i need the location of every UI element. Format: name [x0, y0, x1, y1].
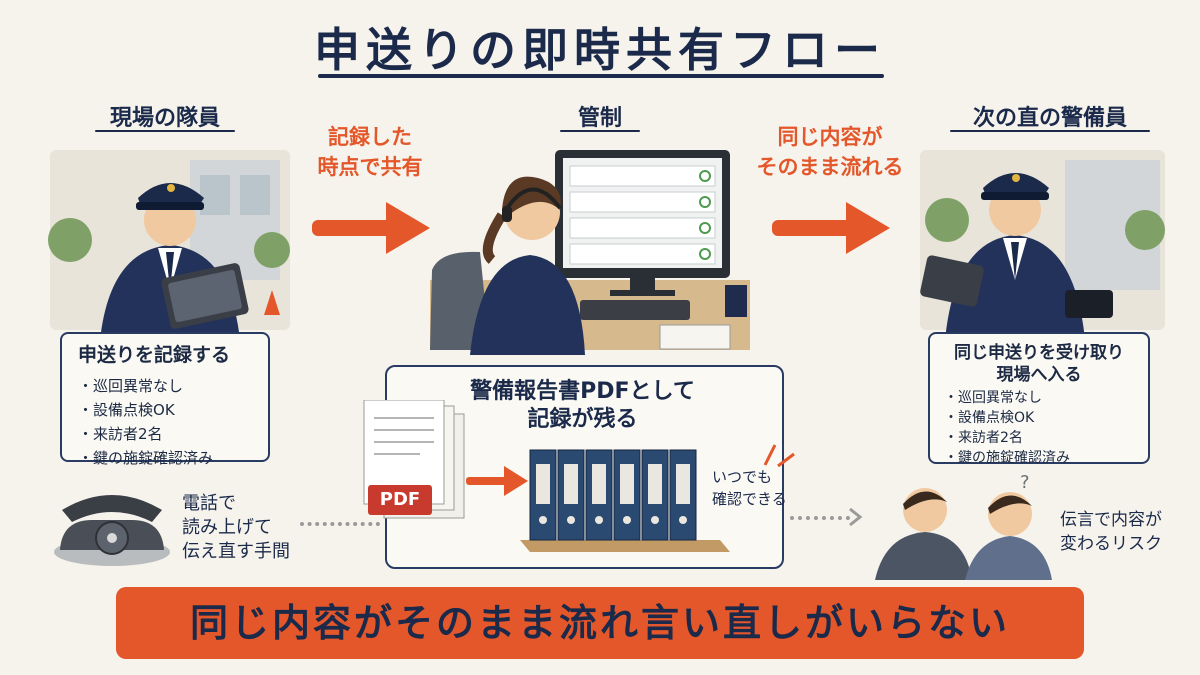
- left-item-list: 巡回異常なし 設備点検OK 来訪者2名 鍵の施錠確認済み: [78, 374, 268, 470]
- left-heading-underline: [95, 130, 235, 132]
- title-underline: [318, 74, 884, 78]
- title-line: 現場へ入る: [996, 365, 1082, 385]
- right-item-list: 巡回異常なし 設備点検OK 来訪者2名 鍵の施錠確認済み: [944, 388, 1148, 468]
- list-item: 設備点検OK: [944, 408, 1148, 428]
- next-shift-guard-illustration: [920, 150, 1165, 340]
- record-handover-title: 申送りを記録する: [78, 344, 231, 366]
- anytime-caption: いつでも 確認できる: [712, 466, 802, 510]
- caption-line: そのまま流れる: [756, 155, 904, 179]
- caption-line: 伝言で内容が: [1060, 510, 1162, 530]
- same-content-flows-caption: 同じ内容が そのまま流れる: [750, 122, 910, 182]
- receive-handover-box: 同じ申送りを受け取り 現場へ入る 巡回異常なし 設備点検OK 来訪者2名 鍵の施…: [928, 332, 1150, 466]
- svg-text:?: ?: [1020, 472, 1030, 493]
- summary-banner: 同じ内容がそのまま流れ言い直しがいらない: [116, 587, 1084, 659]
- caption-line: 変わるリスク: [1060, 534, 1162, 554]
- list-item: 巡回異常なし: [78, 374, 268, 398]
- list-item: 来訪者2名: [944, 428, 1148, 448]
- list-item: 巡回異常なし: [944, 388, 1148, 408]
- share-on-record-caption: 記録した 時点で共有: [300, 122, 440, 182]
- telephone-icon: [54, 495, 170, 566]
- pdf-badge: PDF: [368, 485, 432, 515]
- right-heading: 次の直の警備員: [972, 106, 1127, 131]
- miscommunication-illustration: ?: [875, 472, 1052, 580]
- receive-handover-title: 同じ申送りを受け取り 現場へ入る: [944, 342, 1148, 386]
- title-line: 同じ申送りを受け取り: [954, 343, 1124, 363]
- binders-icon: [520, 449, 730, 552]
- right-arrow-icon: [312, 202, 430, 254]
- archive-title: 警備報告書PDFとして 記録が残る: [385, 378, 780, 434]
- record-handover-box: 申送りを記録する 巡回異常なし 設備点検OK 来訪者2名 鍵の施錠確認済み: [60, 332, 270, 467]
- phone-caption: 電話で 読み上げて 伝え直す手間: [182, 492, 322, 564]
- caption-line: いつでも: [712, 468, 773, 486]
- right-heading-underline: [950, 130, 1150, 132]
- dotted-connector: [790, 516, 850, 520]
- list-item: 設備点検OK: [78, 398, 268, 422]
- risk-caption: 伝言で内容が 変わるリスク: [1060, 508, 1190, 556]
- dotted-connector: [300, 522, 380, 526]
- caption-line: 確認できる: [712, 490, 787, 508]
- caption-line: 読み上げて: [182, 517, 272, 538]
- control-operator-illustration: [430, 150, 750, 355]
- caption-line: 記録した: [328, 125, 412, 149]
- page-title: 申送りの即時共有フロー: [314, 23, 886, 77]
- chevron-right-icon: [849, 507, 863, 527]
- caption-line: 時点で共有: [317, 155, 423, 179]
- title-line: 記録が残る: [527, 407, 638, 432]
- left-heading: 現場の隊員: [109, 106, 220, 131]
- title-line: 警備報告書PDFとして: [470, 379, 695, 404]
- right-arrow-icon: [466, 466, 528, 496]
- center-heading: 管制: [577, 106, 622, 131]
- caption-line: 同じ内容が: [777, 125, 883, 149]
- center-heading-underline: [560, 130, 640, 132]
- caption-line: 電話で: [182, 493, 236, 514]
- list-item: 鍵の施錠確認済み: [944, 448, 1148, 468]
- right-arrow-icon: [772, 202, 890, 254]
- list-item: 来訪者2名: [78, 422, 268, 446]
- list-item: 鍵の施錠確認済み: [78, 446, 268, 470]
- sparkle-icon: [763, 444, 795, 468]
- caption-line: 伝え直す手間: [182, 541, 290, 562]
- field-guard-illustration: [48, 150, 290, 340]
